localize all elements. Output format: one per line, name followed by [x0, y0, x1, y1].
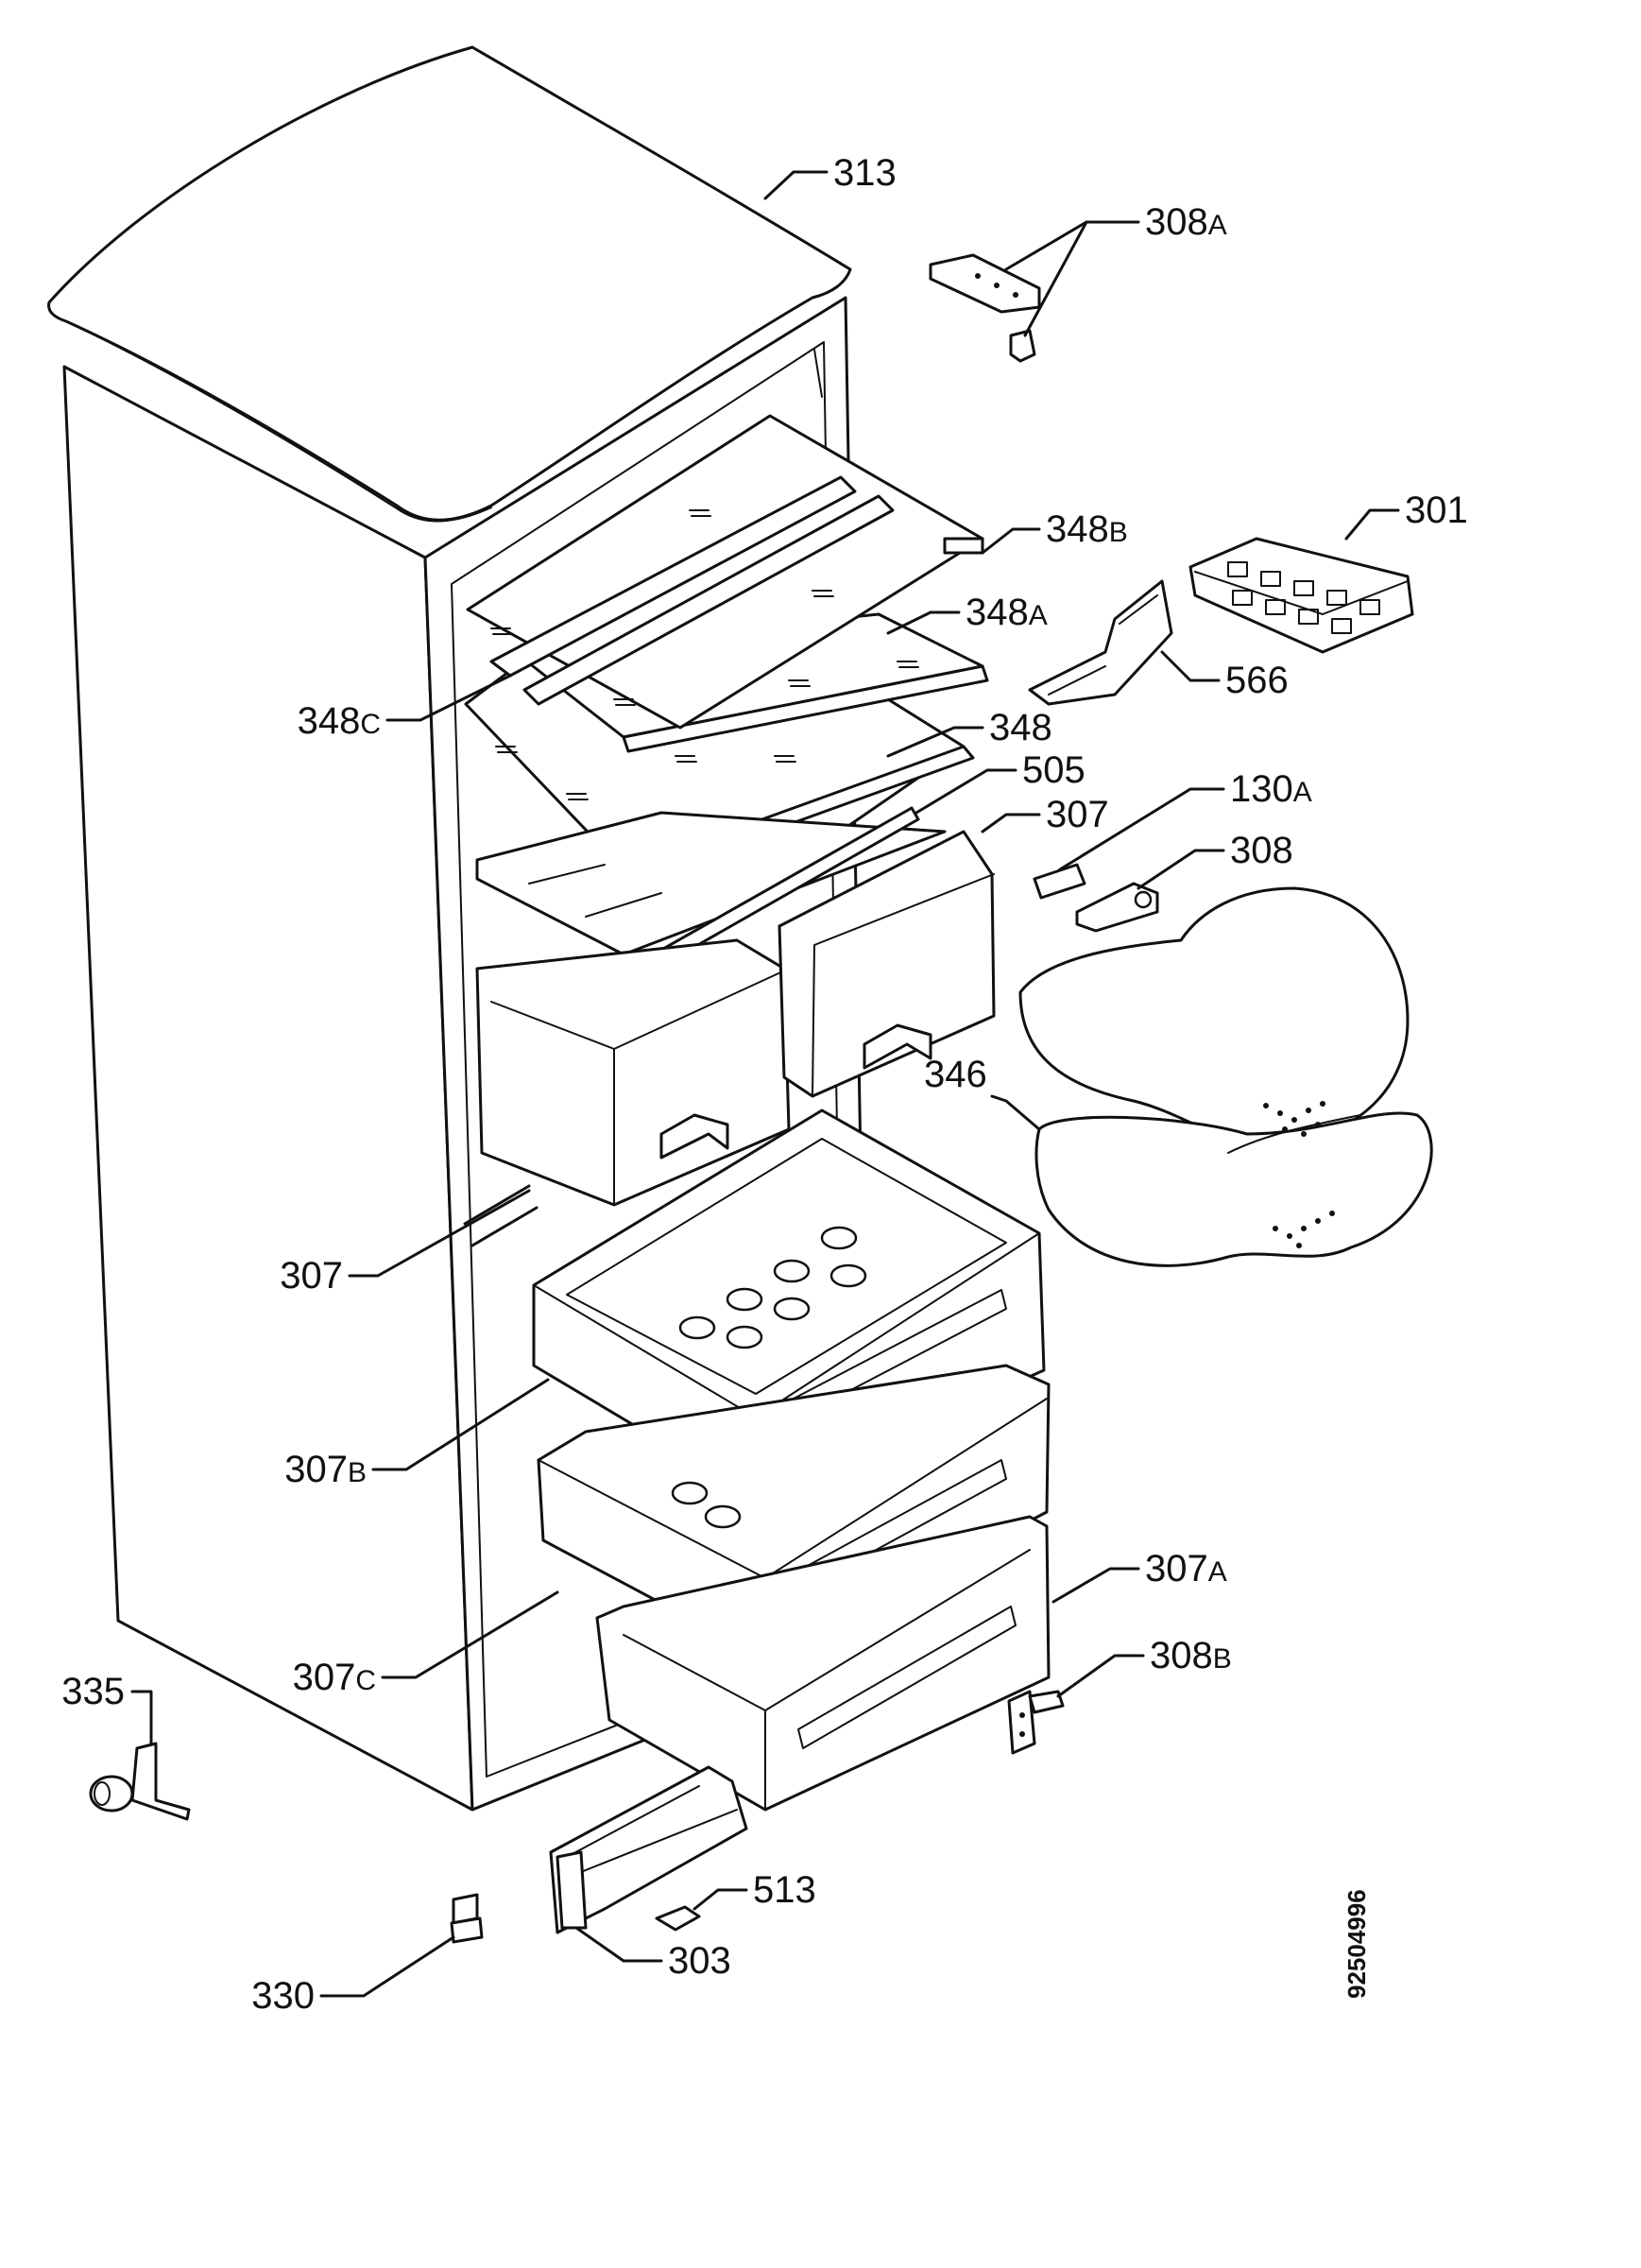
part-130A — [1033, 863, 1086, 900]
label-130A: 130A — [1230, 768, 1312, 810]
label-307-left: 307 — [280, 1255, 343, 1297]
cabinet-side-panel — [62, 365, 474, 1812]
top-cover-313 — [47, 45, 852, 522]
drawer-hole — [726, 1325, 763, 1349]
drawer-hole — [773, 1297, 811, 1321]
hinge-pin — [1009, 329, 1036, 363]
leader-330 — [319, 1935, 455, 1998]
leader-303 — [574, 1926, 663, 1963]
leader-348A — [886, 610, 961, 635]
label-307B: 307B — [284, 1449, 367, 1490]
leader-346 — [990, 1094, 1041, 1131]
leader-307-top — [981, 813, 1041, 833]
leader-307-left — [348, 1189, 531, 1278]
top-cover-rim — [65, 320, 492, 523]
hinge-308 — [1075, 882, 1159, 933]
label-330: 330 — [251, 1975, 315, 2017]
drawer-hole — [820, 1226, 858, 1250]
leader-307A — [1051, 1567, 1140, 1604]
hinge-308A — [929, 253, 1041, 363]
drawer-hole — [726, 1287, 763, 1312]
leader-301 — [1344, 508, 1400, 541]
container-perforations — [1263, 1101, 1335, 1248]
label-335: 335 — [61, 1671, 125, 1712]
leader-308 — [1137, 849, 1225, 890]
label-348: 348 — [989, 707, 1052, 748]
glass-shelf-348B — [466, 414, 984, 730]
compartment-divider — [463, 1184, 538, 1247]
leader-513 — [692, 1888, 748, 1911]
foot-bracket-335 — [89, 1742, 191, 1821]
kickplate-303 — [549, 1765, 748, 1934]
label-348C: 348C — [298, 700, 381, 742]
label-348A: 348A — [966, 592, 1048, 633]
document-id: 92504996 — [1342, 1889, 1371, 1999]
label-313: 313 — [833, 152, 897, 194]
crisper-bin-left-307 — [475, 938, 791, 1207]
adjustable-foot-330 — [450, 1893, 484, 1944]
drawer-hole — [678, 1315, 716, 1340]
drawer-hole — [671, 1481, 709, 1505]
label-308A: 308A — [1145, 201, 1227, 243]
shelf-348B-trim-end — [943, 537, 984, 555]
leader-308B — [1056, 1654, 1145, 1698]
leader-335 — [130, 1690, 153, 1745]
crisper-bin-right-307 — [778, 830, 996, 1098]
leader-348B — [981, 527, 1041, 555]
label-513: 513 — [753, 1869, 816, 1911]
freezer-drawer-307A — [595, 1515, 1051, 1812]
shelf-348B-trim-front — [522, 494, 895, 706]
part-labels: 313 308A 301 348B 348A 566 348C 348 505 … — [61, 152, 1468, 2017]
leader-313 — [763, 170, 829, 200]
container-346 — [1018, 886, 1433, 1267]
leader-348 — [886, 726, 984, 758]
shelf-348C-trim — [489, 475, 857, 678]
leader-308A — [1004, 220, 1140, 337]
label-307C: 307C — [293, 1657, 376, 1698]
label-348B: 348B — [1046, 508, 1128, 550]
label-505: 505 — [1022, 749, 1085, 791]
leader-505 — [915, 768, 1017, 815]
leader-lines — [130, 170, 1400, 1998]
ice-tray-301 — [1188, 537, 1414, 654]
label-308B: 308B — [1150, 1635, 1232, 1676]
ice-scoop-566 — [1028, 579, 1173, 706]
clip-513 — [655, 1905, 701, 1932]
shelf-348A-trim — [622, 664, 989, 753]
label-308: 308 — [1230, 830, 1293, 871]
label-346: 346 — [924, 1054, 987, 1095]
label-301: 301 — [1405, 490, 1468, 531]
label-566: 566 — [1225, 660, 1289, 701]
leader-348C — [385, 674, 512, 722]
glass-hatching — [490, 509, 919, 829]
hinge-308B — [1007, 1690, 1065, 1755]
drawer-hole — [773, 1259, 811, 1283]
label-303: 303 — [668, 1940, 731, 1982]
label-307-top: 307 — [1046, 794, 1109, 835]
leader-566 — [1160, 650, 1221, 682]
drawer-hole — [829, 1263, 867, 1288]
leader-130A — [1058, 787, 1225, 871]
label-307A: 307A — [1145, 1548, 1227, 1589]
leader-307C — [381, 1590, 559, 1679]
leader-307B — [371, 1378, 550, 1471]
drawer-hole — [704, 1504, 742, 1529]
